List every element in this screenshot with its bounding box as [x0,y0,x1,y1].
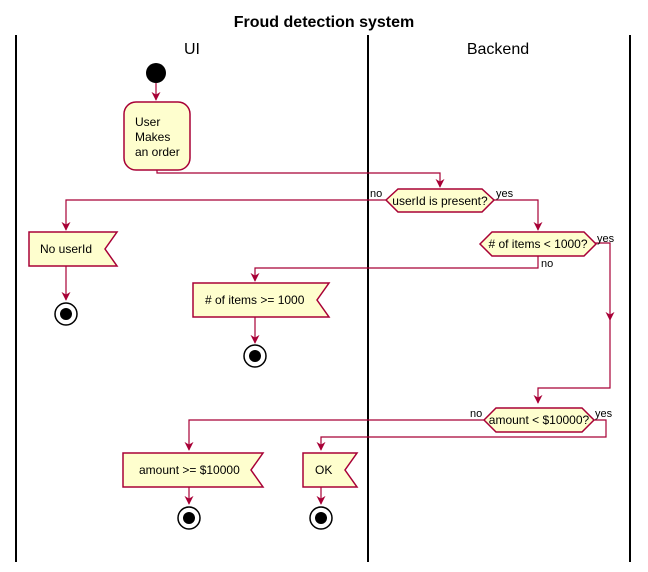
signal-no-userid-text: No userId [40,242,92,256]
diagram-title: Froud detection system [234,14,414,31]
label-userid-no: no [370,188,382,200]
action-text-line-3: an order [135,145,180,159]
signal-amount-exceeded: amount >= $10000 [122,452,265,488]
edge-items-no [250,256,539,282]
edge-amount-yes [316,419,607,451]
lane-title-backend: Backend [467,41,529,58]
edge-items-yes [590,242,615,321]
label-items-yes: yes [597,233,615,245]
signal-amount-text: amount >= $10000 [139,463,240,477]
label-userid-yes: yes [496,188,514,200]
end-node-amount [177,506,201,530]
edge-amount-no [184,419,484,451]
signal-items-exceeded: # of items >= 1000 [192,282,331,318]
action-text-line-2: Makes [135,130,170,144]
end-node-items [243,344,267,368]
label-amount-no: no [470,408,482,420]
decision-items-count: # of items < 1000? [478,231,598,257]
swimlanes: UI Backend [15,35,631,562]
edge-order-to-userid [156,170,445,188]
end-node-ok [309,506,333,530]
decision-items-text: # of items < 1000? [488,237,587,251]
decision-amount: amount < $10000? [482,407,596,433]
end-node-no-userid [54,302,78,326]
decision-userid-present: userId is present? [384,188,496,213]
edge-userid-no [61,199,386,231]
decision-userid-text: userId is present? [392,194,488,208]
signal-no-userid: No userId [28,231,119,267]
label-amount-yes: yes [595,408,613,420]
edge-items-merge [533,318,611,404]
edges [61,83,615,505]
lane-title-ui: UI [184,41,200,58]
signal-items-text: # of items >= 1000 [205,293,305,307]
action-text-line-1: User [135,115,160,129]
action-user-makes-order: User Makes an order [123,101,191,171]
decision-amount-text: amount < $10000? [489,413,590,427]
start-node [146,63,166,83]
signal-ok: OK [302,452,359,488]
edge-userid-yes [494,199,543,231]
label-items-no: no [541,258,553,270]
signal-ok-text: OK [315,463,332,477]
